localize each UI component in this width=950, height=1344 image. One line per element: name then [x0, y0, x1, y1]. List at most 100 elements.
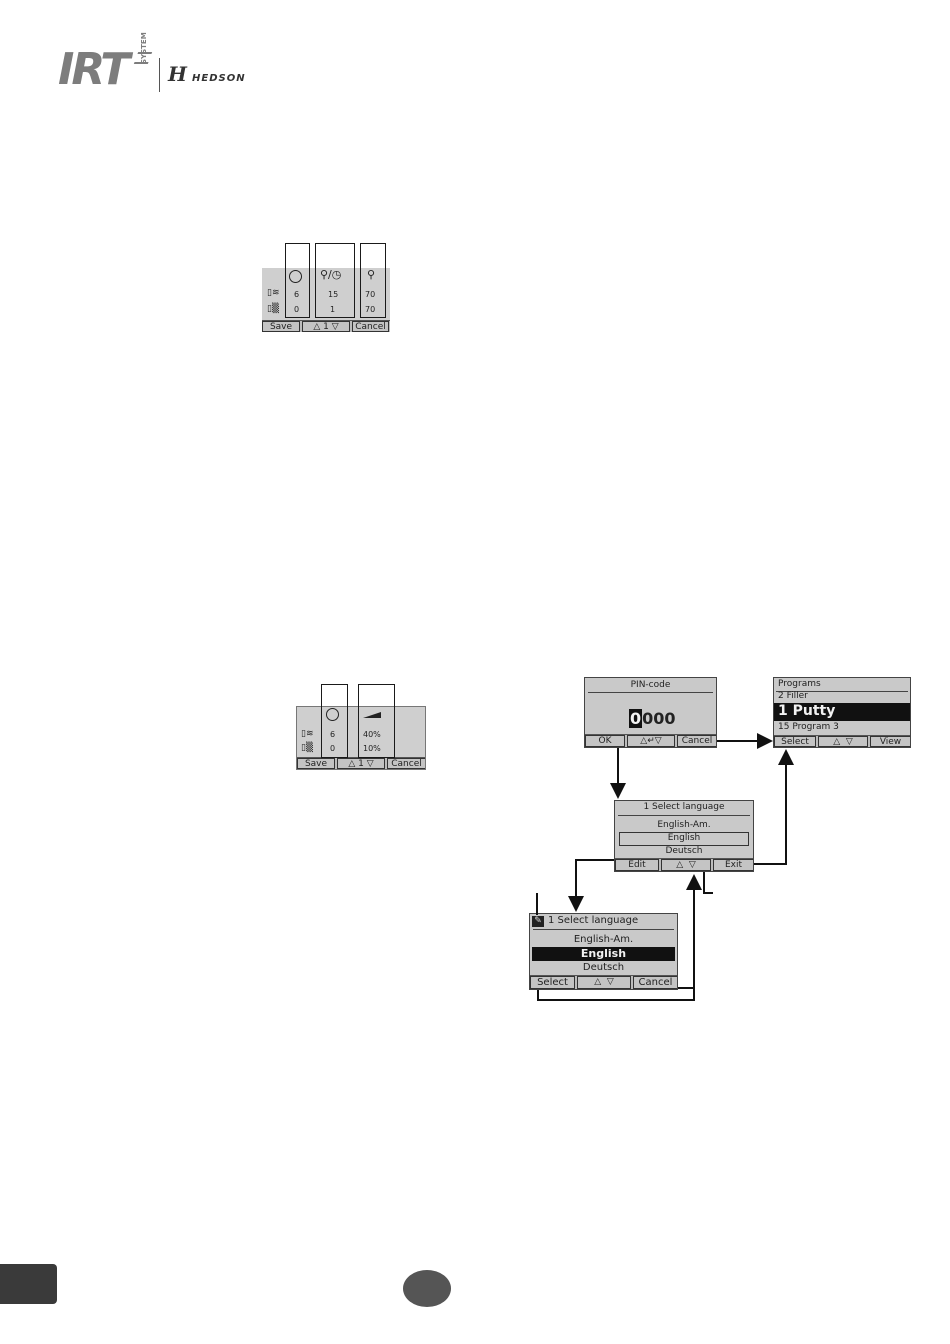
programs-view-button[interactable]: View — [870, 736, 910, 747]
language-down-arrow-icon: ▽ — [688, 860, 696, 870]
pin-code-display: 0000 — [629, 709, 676, 728]
irt-logo: IRT SYSTEM — [58, 32, 153, 96]
language-item-1-label: English — [667, 833, 701, 843]
programs-item-1-label: 1 Putty — [778, 703, 836, 719]
s2-up-arrow-icon: △ — [348, 759, 356, 769]
logo-divider — [159, 58, 160, 92]
hedson-brand-text: HEDSON — [192, 73, 246, 84]
s2-time-column-frame — [321, 684, 348, 758]
edit-pencil-icon: ✎ — [532, 916, 544, 927]
hedson-logo: H HEDSON — [168, 62, 246, 86]
s2-time-value-2: 0 — [330, 744, 336, 753]
edit-language-select-button[interactable]: Select — [530, 976, 575, 989]
s2-power-value: 40% — [363, 730, 381, 739]
s1-softkey-bar: Save △ 1 ▽ Cancel — [262, 320, 390, 332]
s2-time-value: 6 — [330, 730, 336, 739]
s1-level-column-frame — [360, 243, 386, 318]
edit-language-up-arrow-icon: △ — [594, 977, 602, 987]
edit-language-title: 1 Select language — [548, 915, 639, 926]
irt-logo-subtext: SYSTEM — [140, 32, 148, 64]
s1-ramp-icon: ⚲∕◷ — [320, 268, 342, 281]
edit-language-item-1-label: English — [580, 947, 627, 960]
language-title-rule — [618, 815, 750, 816]
arrow-edit-cancel-to-language — [678, 874, 702, 989]
arrow-exit-to-programs — [754, 749, 794, 865]
s1-up-arrow-icon: △ — [313, 322, 321, 332]
edit-language-down-arrow-icon: ▽ — [606, 977, 614, 987]
s2-nav-value: 1 — [358, 759, 364, 769]
s1-nav-value: 1 — [323, 322, 329, 332]
s2-power-icon — [363, 712, 381, 718]
language-title: 1 Select language — [643, 802, 725, 812]
pin-title-rule — [588, 692, 713, 693]
pin-nav-button[interactable]: △↵▽ — [627, 735, 675, 747]
s2-clock-icon — [326, 708, 339, 721]
pin-code-screen: PIN-code 0000 OK △↵▽ Cancel — [584, 677, 717, 748]
programs-title-rule — [776, 691, 908, 692]
pin-code-digits: 000 — [642, 709, 676, 728]
programs-item-2[interactable]: 15 Program 3 — [778, 722, 839, 732]
programs-up-arrow-icon: △ — [833, 737, 841, 747]
edit-language-item-1[interactable]: English — [532, 947, 675, 961]
pin-enter-icon: ↵ — [647, 736, 655, 746]
edit-language-title-rule — [533, 929, 674, 930]
language-item-2[interactable]: Deutsch — [665, 846, 703, 856]
s2-power-column-frame — [358, 684, 395, 758]
language-edit-button[interactable]: Edit — [615, 859, 659, 871]
page-number-badge — [403, 1270, 451, 1307]
pin-ok-button[interactable]: OK — [585, 735, 625, 747]
s2-nav-button[interactable]: △ 1 ▽ — [337, 758, 385, 769]
s2-heater-icon-1: ▯≋ — [301, 729, 314, 739]
s1-nav-button[interactable]: △ 1 ▽ — [302, 321, 350, 332]
select-language-screen: 1 Select language English-Am. English De… — [614, 800, 754, 872]
pin-cancel-button[interactable]: Cancel — [677, 735, 716, 747]
s1-time-value-2: 0 — [294, 305, 300, 314]
s1-clock-icon — [289, 270, 302, 283]
edit-language-softkey-bar: Select △ ▽ Cancel — [530, 975, 677, 989]
edit-language-cancel-button[interactable]: Cancel — [633, 976, 677, 989]
heater-icon-1: ▯≋ — [267, 288, 280, 298]
programs-item-0[interactable]: 2 Filler — [778, 691, 808, 701]
down-arrow-loop — [703, 872, 713, 894]
s1-ramp-value: 15 — [328, 290, 339, 299]
s1-cancel-button[interactable]: Cancel — [352, 321, 389, 332]
edit-language-item-0[interactable]: English-Am. — [573, 934, 634, 945]
heater-icon-2: ▯▒ — [267, 304, 279, 314]
hedson-h-mark: H — [168, 62, 187, 86]
irt-logo-text: IRT — [58, 44, 130, 95]
page-tab — [0, 1264, 57, 1304]
programs-select-button[interactable]: Select — [774, 736, 816, 747]
s2-cancel-button[interactable]: Cancel — [387, 758, 425, 769]
pin-softkey-bar: OK △↵▽ Cancel — [585, 734, 716, 747]
programs-title: Programs — [778, 679, 821, 689]
s2-down-arrow-icon: ▽ — [366, 759, 374, 769]
arrow-edit-to-edit-screen — [568, 859, 614, 912]
programs-item-1[interactable]: 1 Putty — [774, 703, 910, 721]
programs-screen: Programs 2 Filler 1 Putty 15 Program 3 S… — [773, 677, 911, 748]
program-screen-1: ▯≋ ▯▒ 6 0 15 1 70 70 Save △ 1 ▽ Cancel — [262, 268, 390, 332]
edit-language-item-2[interactable]: Deutsch — [582, 962, 625, 973]
language-item-1[interactable]: English — [619, 832, 749, 846]
s2-softkey-bar: Save △ 1 ▽ Cancel — [297, 757, 425, 769]
pin-code-cursor-digit[interactable]: 0 — [629, 709, 643, 728]
pin-up-arrow-icon: △ — [640, 736, 648, 746]
pin-title: PIN-code — [630, 680, 671, 690]
s1-time-column-frame — [285, 243, 310, 318]
s2-save-button[interactable]: Save — [297, 758, 335, 769]
language-softkey-bar: Edit △ ▽ Exit — [615, 858, 753, 871]
s2-power-value-2: 10% — [363, 744, 381, 753]
programs-nav-button[interactable]: △ ▽ — [818, 736, 868, 747]
language-nav-button[interactable]: △ ▽ — [661, 859, 711, 871]
s1-save-button[interactable]: Save — [262, 321, 300, 332]
s1-ramp-value-2: 1 — [330, 305, 336, 314]
language-exit-button[interactable]: Exit — [713, 859, 753, 871]
pin-down-arrow-icon: ▽ — [654, 736, 662, 746]
programs-softkey-bar: Select △ ▽ View — [774, 735, 910, 747]
s2-heater-icon-2: ▯▒ — [301, 743, 313, 753]
language-item-0[interactable]: English-Am. — [657, 820, 711, 830]
s1-time-value: 6 — [294, 290, 300, 299]
edit-language-nav-button[interactable]: △ ▽ — [577, 976, 631, 989]
s1-ramp-column-frame — [315, 243, 355, 318]
s1-down-arrow-icon: ▽ — [331, 322, 339, 332]
